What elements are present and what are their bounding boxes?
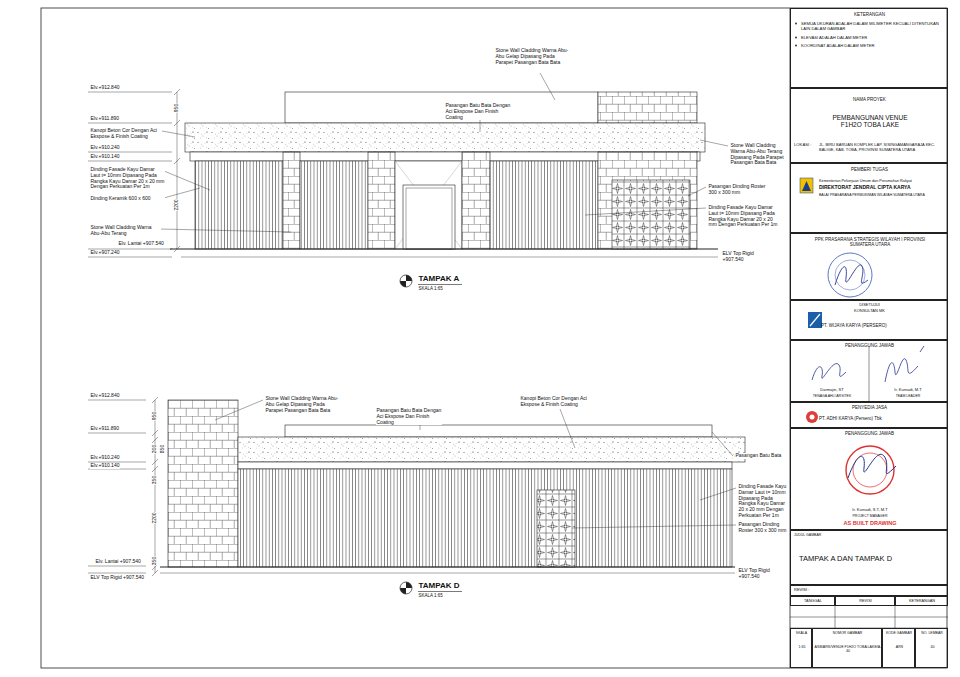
cell-heading: REVISI :: [794, 588, 944, 593]
material-callout: Dinding Fasade Kayu Damar Laut t= 10mm D…: [90, 167, 165, 190]
responsible-cell: PENANGGUNG JAWAB Darmajin, STTENAGA AHLI …: [790, 340, 948, 402]
dimension-text: 850: [160, 444, 166, 453]
sheet-info-cell: SKALA 1:65: [790, 628, 812, 668]
cell-heading: JUDUL GAMBAR: [794, 533, 944, 537]
elevation-label: Elv.+910.240: [90, 145, 120, 151]
view-title: TAMPAK D: [418, 581, 460, 590]
material-callout: Dinding Fasade Kayu Damar Laut t= 10mm D…: [738, 484, 789, 519]
material-callout: Pasangan Batu Bata: [735, 453, 782, 459]
cell-text: Ir. Kurnadi, S.T, M.T: [825, 508, 915, 513]
material-callout: Stone Wall Cladding Warna Abu-Abu Gelap …: [495, 48, 571, 65]
dimension-text: 2200: [152, 512, 158, 524]
material-callout: Pasangan Batu Bata Dengan Aci Ekspose Da…: [376, 408, 442, 425]
material-callout: Stone Wall Cladding Warna Abu-Abu Terang: [90, 225, 161, 237]
material-callout: Dinding Keramik 600 x 600: [90, 196, 165, 202]
cell-text: JL. BIRU BARUAN KOMPLEK LAP. SISINGAMANG…: [819, 143, 945, 152]
sheet-info-cell: NOMOR GAMBAR ASB/ARS/VENUE F1H2O TOBA LAK…: [812, 628, 882, 668]
consultant-cell: DISETUJUIKONSULTAN MK PT. WIJAYA KARYA (P…: [790, 300, 948, 340]
sheet-info-cell: KODE GAMBAR ARS: [882, 628, 915, 668]
material-callout: Pasangan Dinding Roster 300 x 300 mm: [708, 184, 769, 196]
cell-text: TAMPAK A DAN TAMPAK D: [799, 555, 945, 564]
cell-text: TENAGA AHLI ARSITEK: [797, 394, 867, 398]
cell-heading: PENYEDIA JASA: [791, 405, 948, 410]
material-callout: Pasangan Batu Bata Dengan Aci Ekspose Da…: [445, 103, 516, 120]
elevation-label: Elv. Lantai +907.540: [118, 241, 164, 247]
cell-text: Darmajin, ST: [797, 388, 867, 393]
dimension-text: 950: [174, 103, 180, 112]
view-title: TAMPAK A: [418, 274, 460, 283]
cell-text: SEMUA UKURAN ADALAH DALAM MILIMETER KECU…: [801, 22, 945, 32]
contractor-cell: PENYEDIA JASA PT. ADHI KARYA (Persero) Tb…: [790, 402, 948, 428]
elevation-label: Elv.+911.890: [90, 116, 120, 122]
elevation-label: Elv.+912.840: [90, 393, 120, 399]
material-callout: Stone Wall Cladding Warna Abu-Abu Terang…: [730, 143, 789, 166]
elevation-label: Elv. Lantai +907.540: [95, 559, 141, 565]
cell-heading: SKALA: [791, 631, 812, 635]
elevation-label: Elv.+907.240: [90, 250, 120, 256]
elevation-label: Elv.+910.140: [90, 463, 120, 469]
dimension-text: 350: [152, 556, 158, 565]
cell-text: PT. WIJAYA KARYA (PERSERO): [821, 323, 945, 328]
cell-heading: KETERANGAN: [791, 12, 948, 17]
dimension-text: 950: [152, 411, 158, 420]
cell-heading: REVISI: [836, 599, 895, 603]
cell-text: PEMBANGUNAN VENUE F1H2O TOBA LAKE: [830, 114, 910, 129]
cell-heading: PEMBERI TUGAS: [791, 167, 948, 172]
scale-note: SKALA 1:65: [418, 286, 443, 291]
drawing-title-cell: JUDUL GAMBAR TAMPAK A DAN TAMPAK D: [790, 530, 948, 585]
cell-text: ASB/ARS/VENUE F1H2O TOBA LAKE/A-40: [814, 645, 882, 653]
cell-text: BALAI PRASARANA PERMUKIMAN WILAYAH SUMAT…: [819, 193, 945, 197]
elevation-label: Elv.+911.890: [90, 426, 120, 432]
cell-text: ELEVASI ADALAH DALAM METER: [801, 36, 945, 41]
table-header-cell: KETERANGAN: [895, 596, 948, 606]
revision-cell: REVISI :: [790, 585, 948, 596]
cell-text: Ir. Kurnadi, M.T: [873, 388, 943, 393]
cell-text: PROJECT MANAGER: [825, 514, 915, 518]
cell-heading: DISETUJUI: [791, 303, 948, 308]
elevation-label: Elv.+910.140: [90, 154, 120, 160]
elevation-label: ELV Top Rigid +907.540: [90, 575, 145, 581]
cell-heading: PENANGGUNG JAWAB: [791, 343, 948, 348]
cell-text: PT. ADHI KARYA (Persero) Tbk: [819, 416, 945, 421]
cell-heading: KODE GAMBAR: [883, 631, 915, 635]
notes-cell: KETERANGAN SEMUA UKURAN ADALAH DALAM MILI…: [790, 8, 948, 88]
elevation-label: ELV Top Rigid +907.540: [738, 568, 787, 580]
cell-heading: TANGGAL: [791, 599, 835, 603]
cell-heading: NO. LEMBAR: [916, 631, 948, 635]
table-header-cell: REVISI: [835, 596, 895, 606]
material-callout: Kanopi Beton Cor Dengan Aci Ekspose & Fi…: [90, 128, 161, 140]
cell-heading: NOMOR GAMBAR: [813, 631, 882, 635]
cell-heading: NAMA PROYEK: [791, 97, 948, 102]
dimension-text: 200: [152, 444, 158, 453]
material-callout: Stone Wall Cladding Warna Abu-Abu Gelap …: [265, 396, 341, 413]
cell-text: TEAM LEADER: [873, 394, 943, 398]
dimension-text: 2200: [174, 199, 180, 211]
table-header-cell: TANGGAL: [790, 596, 835, 606]
dimension-text: 350: [152, 475, 158, 484]
cell-text: 1:65: [792, 645, 812, 649]
material-callout: Pasangan Dinding Roster 300 x 300 mm: [738, 522, 789, 534]
cell-text: AS BUILT DRAWING: [815, 520, 925, 526]
client-cell: PEMBERI TUGAS Kementerian Pekerjaan Umum …: [790, 163, 948, 233]
elevation-label: Elv.+912.840: [90, 85, 120, 91]
elevation-label: ELV Top Rigid +907.540: [722, 251, 773, 263]
cell-heading: PENANGGUNG JAWAB: [791, 431, 948, 436]
cell-text: DIREKTORAT JENDRAL CIPTA KARYA: [819, 185, 945, 191]
cell-text: ARS: [884, 645, 915, 649]
sheet-info-cell: NO. LEMBAR 40: [915, 628, 948, 668]
scale-note: SKALA 1:65: [418, 593, 443, 598]
responsible-cell: PENANGGUNG JAWAB Ir. Kurnadi, S.T, M.TPRO…: [790, 428, 948, 530]
project-cell: NAMA PROYEK PEMBANGUNAN VENUE F1H2O TOBA …: [790, 88, 948, 163]
elevation-label: Elv.+910.240: [90, 455, 120, 461]
cell-text: KOORDINAT ADALAH DALAM METER: [801, 44, 945, 49]
cell-text: KONSULTAN MK: [791, 309, 948, 314]
cell-heading: PPK PRASARANA STRATEGIS WILAYAH I PROVIN…: [811, 237, 929, 247]
cell-heading: KETERANGAN: [896, 599, 948, 603]
cell-text: Kementerian Pekerjaan Umum dan Perumahan…: [819, 179, 945, 183]
cell-text: 40: [917, 645, 948, 649]
ppk-cell: PPK PRASARANA STRATEGIS WILAYAH I PROVIN…: [790, 233, 948, 300]
material-callout: Kanopi Beton Cor Dengan Aci Ekspose & Fi…: [520, 396, 591, 408]
material-callout: Dinding Fasade Kayu Damar Laut t= 10mm D…: [708, 205, 781, 228]
cell-text: LOKASI :: [794, 143, 818, 148]
